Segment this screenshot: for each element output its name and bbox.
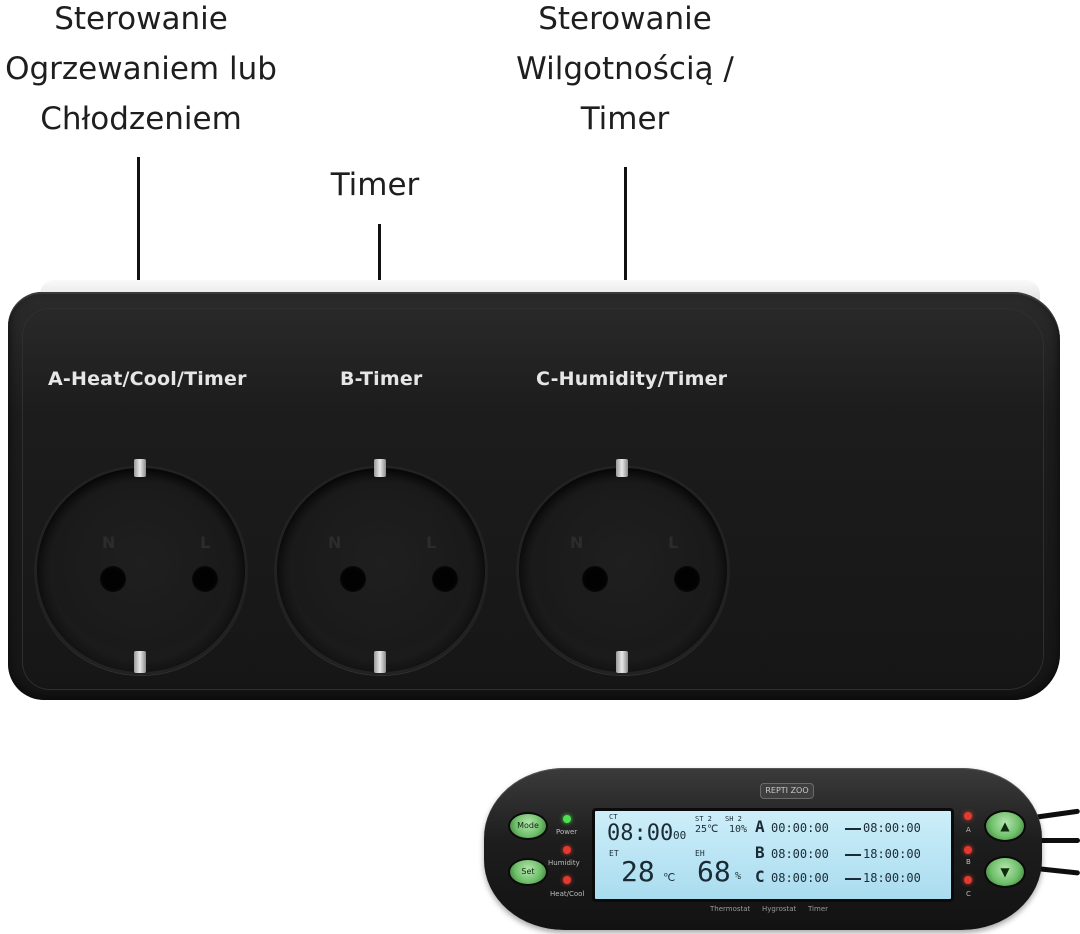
channel-c-letter: C (966, 890, 971, 898)
lcd-clock-seconds: 00 (673, 829, 687, 842)
up-arrow-button[interactable]: ▲ (984, 810, 1026, 842)
power-led (563, 815, 571, 823)
socket-a-earth-top (134, 459, 146, 477)
socket-a-l-mark: L (200, 533, 211, 552)
socket-b-l-mark: L (426, 533, 437, 552)
socket-c-hole-n (582, 566, 608, 592)
lcd-row-a-letter: A (755, 817, 765, 836)
humidity-label: Humidity (548, 859, 580, 867)
lcd-row-c-letter: C (755, 867, 765, 886)
socket-a-recess: N L (52, 491, 230, 651)
lcd-temperature-unit: ℃ (663, 871, 676, 884)
lcd-row-b-letter: B (755, 843, 765, 862)
socket-b[interactable]: N L (274, 459, 488, 675)
pointer-line-a (137, 157, 140, 362)
mode-button[interactable]: Mode (508, 812, 548, 840)
socket-c[interactable]: N L (516, 459, 730, 675)
up-arrow-icon: ▲ (1000, 819, 1010, 833)
caption-timer: Timer (330, 167, 420, 203)
channel-c-led (964, 876, 972, 884)
power-strip-rim (22, 308, 1044, 690)
socket-b-earth-bottom (374, 651, 386, 673)
lcd-row-b-end: 18:00:00 (863, 847, 921, 861)
heat-cool-led (563, 876, 571, 884)
lcd-row-a-end: 08:00:00 (863, 821, 921, 835)
footer-thermostat: Thermostat (710, 905, 751, 913)
lcd-set-humidity: 10% (729, 824, 748, 835)
socket-a-n-mark: N (102, 533, 116, 552)
socket-b-n-mark: N (328, 533, 342, 552)
lcd-st-label: ST 2 (695, 815, 712, 823)
lcd-sh-label: SH 2 (725, 815, 742, 823)
socket-c-hole-l (674, 566, 700, 592)
down-arrow-icon: ▼ (1000, 865, 1010, 879)
socket-b-hole-l (432, 566, 458, 592)
channel-b-led (964, 846, 972, 854)
socket-label-a: A-Heat/Cool/Timer (48, 368, 247, 390)
socket-label-c: C-Humidity/Timer (536, 368, 728, 390)
lcd-clock: 08:00 (607, 821, 674, 846)
down-arrow-button[interactable]: ▼ (984, 856, 1026, 888)
power-label: Power (556, 828, 578, 836)
caption-humidity-timer: Sterowanie Wilgotnością / Timer (516, 1, 734, 137)
socket-a-hole-n (100, 566, 126, 592)
heat-cool-label: Heat/Cool (550, 890, 585, 898)
socket-b-earth-top (374, 459, 386, 477)
lcd-eh-label: EH (695, 849, 705, 858)
controller-cable-2 (1030, 838, 1080, 843)
lcd-temperature: 28 (621, 855, 655, 888)
brand-logo: REPTI ZOO (760, 783, 814, 799)
brand-logo-text: REPTI ZOO (765, 786, 809, 795)
lcd-row-b-dash (845, 854, 861, 856)
lcd-humidity: 68 (697, 855, 731, 888)
lcd-ct-label: CT (609, 813, 618, 821)
channel-b-letter: B (966, 858, 971, 866)
socket-c-recess: N L (534, 491, 712, 651)
set-button[interactable]: Set (508, 858, 548, 886)
socket-c-n-mark: N (570, 533, 584, 552)
caption-heat-cool: Sterowanie Ogrzewaniem lub Chłodzeniem (5, 1, 277, 137)
humidity-led (563, 846, 571, 854)
socket-a[interactable]: N L (34, 459, 248, 675)
pointer-line-c (624, 167, 627, 362)
socket-b-recess: N L (292, 491, 470, 651)
footer-timer: Timer (808, 905, 829, 913)
socket-c-l-mark: L (668, 533, 679, 552)
lcd-humidity-unit: % (735, 871, 742, 882)
lcd-row-c-start: 08:00:00 (771, 871, 829, 885)
socket-a-earth-bottom (134, 651, 146, 673)
socket-c-earth-bottom (616, 651, 628, 673)
socket-a-hole-l (192, 566, 218, 592)
socket-label-b: B-Timer (340, 368, 423, 390)
lcd-row-c-dash (845, 878, 861, 880)
lcd-display: CT 08:00 00 ST 2 25℃ SH 2 10% ET 28 ℃ EH… (592, 808, 954, 902)
lcd-et-label: ET (609, 849, 619, 858)
footer-hygrostat: Hygrostat (762, 905, 797, 913)
socket-c-earth-top (616, 459, 628, 477)
channel-a-letter: A (966, 826, 971, 834)
lcd-row-a-dash (845, 828, 861, 830)
socket-b-hole-n (340, 566, 366, 592)
lcd-set-temp: 25℃ (695, 824, 719, 835)
lcd-row-a-start: 00:00:00 (771, 821, 829, 835)
channel-a-led (964, 812, 972, 820)
lcd-row-b-start: 08:00:00 (771, 847, 829, 861)
lcd-row-c-end: 18:00:00 (863, 871, 921, 885)
